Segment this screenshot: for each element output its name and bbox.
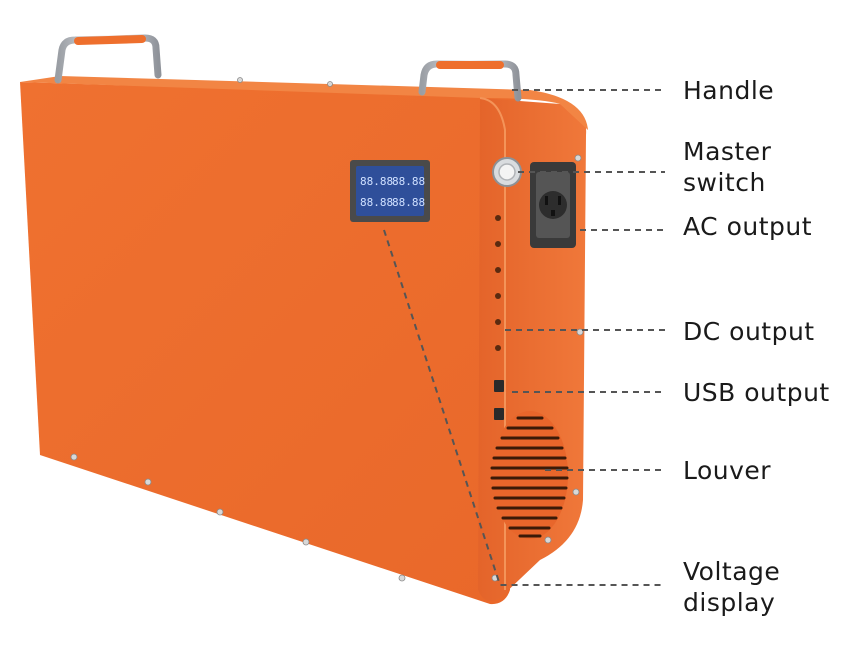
right-handle — [418, 60, 522, 102]
body-top-edge — [20, 76, 588, 130]
label-ac-output: AC output — [683, 211, 812, 242]
display-readout-1: 88.88 — [360, 175, 393, 188]
label-usb-output: USB output — [683, 377, 830, 408]
label-usb-output-text: USB output — [683, 378, 830, 407]
label-dc-output: DC output — [683, 316, 815, 347]
body-edge-highlight — [479, 97, 506, 590]
label-voltage-display-line2: display — [683, 588, 776, 617]
label-louver: Louver — [683, 455, 771, 486]
label-louver-text: Louver — [683, 456, 772, 485]
label-handle-text: Handle — [683, 76, 775, 105]
power-station-body — [20, 76, 588, 605]
display-readout-4: 88.88 — [392, 196, 425, 209]
leader-voltage-display — [383, 229, 665, 586]
label-master-switch: Master switch — [683, 136, 771, 198]
ac-output-socket[interactable] — [530, 162, 576, 248]
label-dc-output-text: DC output — [683, 317, 815, 346]
label-master-switch-line2: switch — [683, 168, 766, 197]
label-ac-output-text: AC output — [683, 212, 813, 241]
louver-grill — [490, 411, 569, 539]
label-handle: Handle — [683, 75, 774, 106]
dc-output-ports[interactable] — [495, 215, 501, 351]
body-large-face — [20, 82, 520, 605]
voltage-display-panel: 88.88 88.88 88.88 88.88 — [350, 160, 430, 222]
master-switch[interactable] — [492, 157, 522, 187]
display-readout-3: 88.88 — [360, 196, 393, 209]
label-voltage-display-line1: Voltage — [683, 557, 781, 586]
usb-output-ports[interactable] — [494, 380, 504, 420]
label-master-switch-line1: Master — [683, 137, 772, 166]
leader-lines — [383, 89, 665, 586]
display-readout-2: 88.88 — [392, 175, 425, 188]
left-handle — [54, 34, 162, 84]
label-voltage-display: Voltage display — [683, 556, 780, 618]
